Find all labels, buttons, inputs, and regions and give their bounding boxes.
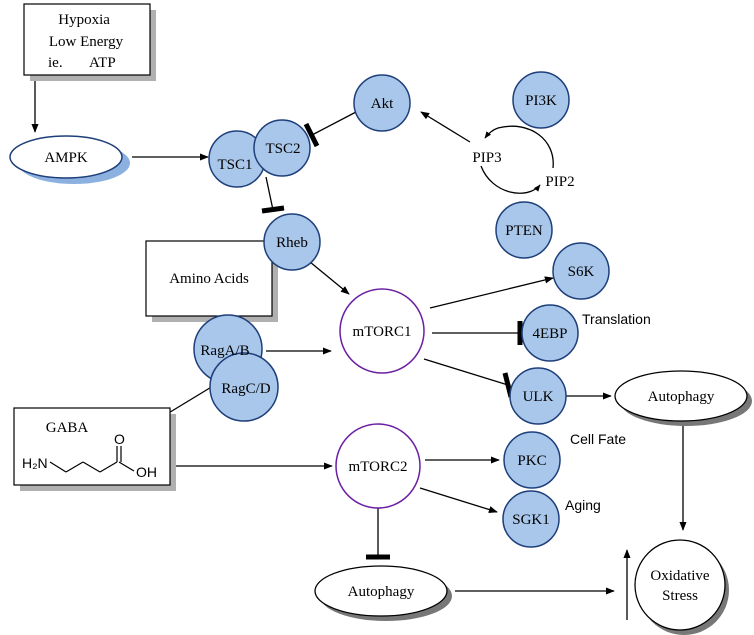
s6k-label: S6K xyxy=(568,264,595,280)
edge-pip3-pip2 xyxy=(480,165,541,194)
gaba-oxygen: O xyxy=(114,431,125,447)
s6k-node xyxy=(552,242,610,300)
4ebp-node xyxy=(521,304,579,362)
atp-label: ATP xyxy=(89,55,116,71)
pten-label: PTEN xyxy=(505,223,543,239)
low-energy-label: Low Energy xyxy=(49,34,124,50)
sgk1-node xyxy=(502,490,560,548)
amino-acids-box xyxy=(145,240,273,317)
edge-rheb-mtorc1 xyxy=(309,261,350,295)
sgk1-label: SGK1 xyxy=(512,512,550,528)
ulk-node xyxy=(509,367,567,425)
ulk-label: ULK xyxy=(523,389,554,405)
edge-gaba-rag xyxy=(161,382,219,418)
mtorc1-label: mTORC1 xyxy=(353,324,412,340)
akt-node xyxy=(353,74,411,132)
pi3k-label: PI3K xyxy=(525,93,557,109)
svg-text:ie. ATP: ie. ATP xyxy=(48,55,116,71)
gaba-box xyxy=(13,407,171,486)
autophagy-right-label: Autophagy xyxy=(648,389,715,405)
rheb-label: Rheb xyxy=(276,235,308,251)
tsc2-node xyxy=(253,119,311,177)
pten-node xyxy=(495,201,553,259)
4ebp-label: 4EBP xyxy=(532,326,567,342)
gaba-structure xyxy=(49,446,135,473)
autophagy-right-node xyxy=(614,370,748,422)
pkc-node xyxy=(503,431,561,489)
pi3k-node xyxy=(512,71,570,129)
gaba-label: GABA xyxy=(46,420,89,436)
mtorc2-node xyxy=(335,423,421,509)
hypoxia-box xyxy=(23,3,151,76)
mtorc1-node xyxy=(339,288,425,374)
ragc-d-label: RagC/D xyxy=(221,381,270,397)
amino-acids-label: Amino Acids xyxy=(169,271,249,287)
cell-fate-label: Cell Fate xyxy=(570,431,626,447)
stress-label: Stress xyxy=(662,588,698,604)
pip3-label: PIP3 xyxy=(472,150,501,166)
gaba-hydroxyl: OH xyxy=(136,464,157,480)
edge-akt-tsc2-bar xyxy=(303,122,320,148)
svg-text:Hypoxia Low Energy: Hypoxia Low Energy xyxy=(49,12,124,50)
edge-mtorc1-ulk xyxy=(423,358,509,386)
ie-label: ie. xyxy=(48,55,63,71)
pip2-label: PIP2 xyxy=(545,174,574,190)
edge-akt-tsc2 xyxy=(311,111,357,136)
edge-pip3-akt xyxy=(420,111,471,143)
pkc-label: PKC xyxy=(517,453,546,469)
edge-mtorc1-s6k xyxy=(429,276,554,309)
gaba-amine: H₂N xyxy=(22,455,48,471)
akt-label: Akt xyxy=(371,96,394,112)
ampk-node xyxy=(9,135,123,179)
edge-tsc-rheb-bar xyxy=(261,205,285,214)
tsc1-label: TSC1 xyxy=(217,157,252,173)
edge-tsc-rheb xyxy=(265,176,274,211)
edge-mtorc2-sgk1 xyxy=(419,487,498,514)
mtorc2-label: mTORC2 xyxy=(349,459,408,475)
oxidative-label: Oxidative xyxy=(650,568,709,584)
autophagy-bottom-label: Autophagy xyxy=(348,584,415,600)
oxidative-stress-node xyxy=(634,539,726,631)
raga-b-label: RagA/B xyxy=(200,343,249,359)
tsc2-label: TSC2 xyxy=(265,141,300,157)
ampk-label: AMPK xyxy=(44,150,88,166)
translation-label: Translation xyxy=(582,311,651,327)
edge-pip2-pip3 xyxy=(484,125,554,169)
aging-label: Aging xyxy=(565,497,601,513)
rheb-node xyxy=(263,213,321,271)
hypoxia-label: Hypoxia xyxy=(58,12,110,28)
autophagy-bottom-node xyxy=(314,565,448,617)
ragc-d-node xyxy=(209,352,279,422)
